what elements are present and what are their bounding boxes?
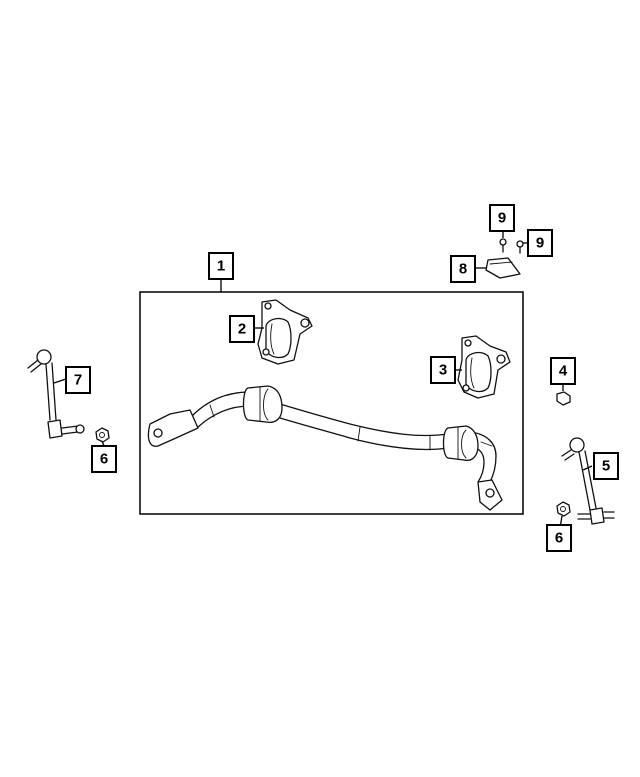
callout-9-top: 9 <box>489 204 515 232</box>
callout-1: 1 <box>208 252 234 280</box>
cover-plate[interactable] <box>485 257 521 279</box>
callout-8-label: 8 <box>459 261 467 278</box>
callout-2: 2 <box>229 315 255 343</box>
callout-6-right: 6 <box>546 524 572 552</box>
nut-left[interactable] <box>95 427 110 443</box>
callout-9-top-label: 9 <box>498 210 506 227</box>
leader-5 <box>582 465 593 471</box>
callout-5-label: 5 <box>602 458 610 475</box>
screw-2[interactable] <box>516 240 524 254</box>
callout-7: 7 <box>65 366 91 394</box>
callout-3-label: 3 <box>439 362 447 379</box>
callout-9-right: 9 <box>527 229 553 257</box>
bushing-bracket-left[interactable] <box>257 299 313 365</box>
bushing-bracket-right[interactable] <box>457 335 511 399</box>
callout-3: 3 <box>430 356 456 384</box>
callout-6-left-label: 6 <box>100 451 108 468</box>
stabilizer-link-left[interactable] <box>27 349 85 439</box>
screw-1[interactable] <box>499 238 507 253</box>
callout-5: 5 <box>593 452 619 480</box>
stabilizer-bar[interactable] <box>147 385 503 511</box>
callout-9-right-label: 9 <box>536 235 544 252</box>
callout-1-label: 1 <box>217 258 225 275</box>
callout-4: 4 <box>550 357 576 385</box>
leader-7 <box>53 378 67 384</box>
callout-8: 8 <box>450 255 476 283</box>
stabilizer-link-right[interactable] <box>561 437 615 525</box>
nut-right[interactable] <box>556 501 571 517</box>
callout-4-label: 4 <box>559 363 568 380</box>
assembly-frame <box>139 291 524 515</box>
callout-6-left: 6 <box>91 445 117 473</box>
callout-6-right-label: 6 <box>555 530 563 547</box>
callout-7-label: 7 <box>74 372 82 389</box>
bolt[interactable] <box>556 384 571 406</box>
callout-2-label: 2 <box>238 321 246 338</box>
